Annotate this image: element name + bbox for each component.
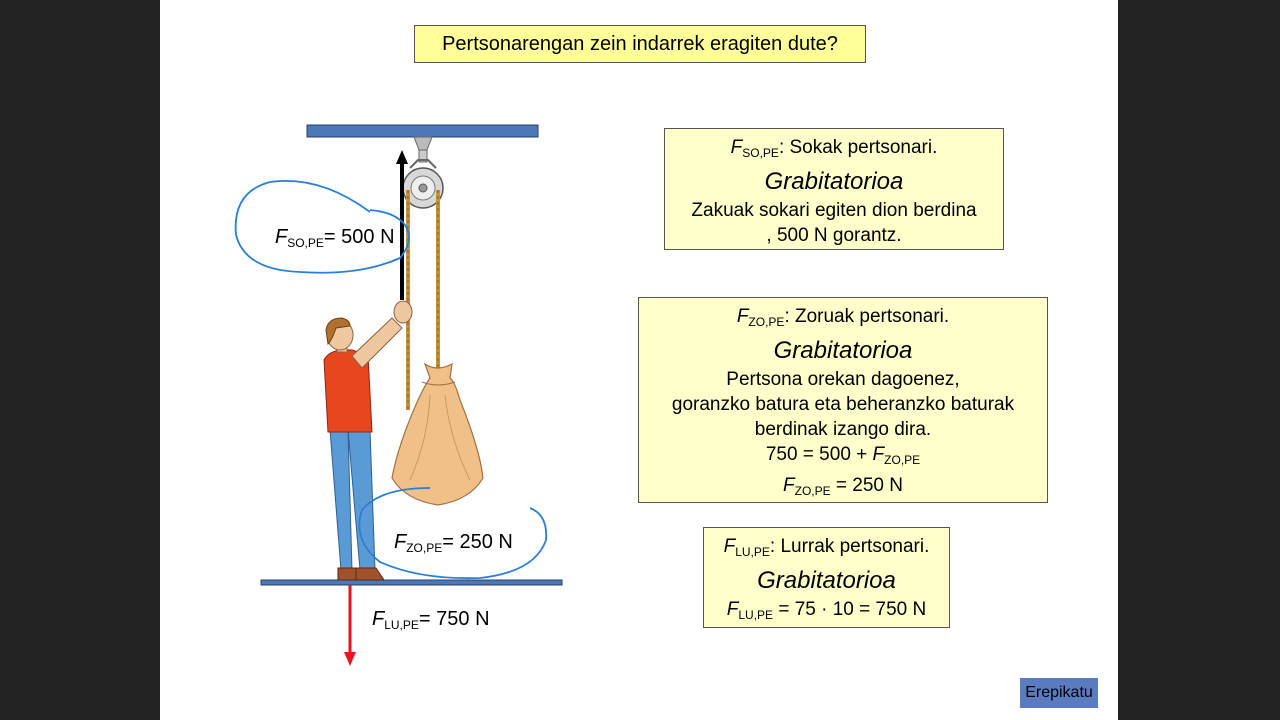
box-subscript: LU,PE xyxy=(735,545,770,559)
ceiling-beam xyxy=(306,124,539,138)
floor-force-box: FZO,PE: Zoruak pertsonari. Grabitatorioa… xyxy=(638,297,1048,503)
slide-title: Pertsonarengan zein indarrek eragiten du… xyxy=(414,25,866,63)
box-symbol: F xyxy=(723,536,736,557)
box-symbol: F xyxy=(736,306,749,327)
box-symbol: F xyxy=(730,137,743,158)
box-text-line: , 500 N gorantz. xyxy=(766,225,902,246)
box-equation: FLU,PE = 75 · 10 = 750 N xyxy=(704,597,949,628)
box-text-line: Pertsona orekan dagoenez, xyxy=(726,369,960,390)
box-description: : Sokak pertsonari. xyxy=(778,137,938,158)
box-force-type: Grabitatorioa xyxy=(757,567,896,594)
label-subscript: SO,PE xyxy=(287,236,324,250)
equation-value: = 75 · 10 = 750 N xyxy=(773,599,927,620)
equation-symbol: F xyxy=(726,599,739,620)
equation-symbol: F xyxy=(872,444,885,465)
box-text-line: Zakuak sokari egiten dion berdina xyxy=(691,200,977,221)
floor-box-heading: FZO,PE: Zoruak pertsonari. xyxy=(639,304,1047,335)
result-symbol: F xyxy=(783,475,795,496)
box-text-line: goranzko batura eta beheranzko baturak xyxy=(671,394,1015,415)
label-value: = 250 N xyxy=(442,531,513,553)
floor-beam xyxy=(260,579,563,586)
equation-subscript: LU,PE xyxy=(738,608,774,622)
annotation-circle-floor xyxy=(358,487,548,580)
pulley-mount xyxy=(413,136,433,151)
result-value: = 250 N xyxy=(830,475,903,496)
label-symbol: F xyxy=(372,608,385,630)
box-force-type: Grabitatorioa xyxy=(773,337,913,364)
equation-prefix: 750 = 500 + xyxy=(765,444,873,465)
box-description: : Lurrak pertsonari. xyxy=(769,536,930,557)
rope-box-heading: FSO,PE: Sokak pertsonari. xyxy=(665,135,1003,166)
label-subscript: LU,PE xyxy=(384,618,419,632)
box-equation: 750 = 500 + FZO,PE xyxy=(639,442,1047,473)
result-subscript: ZO,PE xyxy=(794,484,831,498)
box-description: : Zoruak pertsonari. xyxy=(784,306,950,327)
label-symbol: F xyxy=(394,531,407,553)
box-text-line: berdinak izango dira. xyxy=(754,419,932,440)
earth-force-box: FLU,PE: Lurrak pertsonari. Grabitatorioa… xyxy=(703,527,950,628)
rope-force-label: FSO,PE= 500 N xyxy=(275,226,395,250)
box-force-type: Grabitatorioa xyxy=(764,168,904,195)
box-result: FZO,PE = 250 N xyxy=(639,473,1047,504)
annotation-circle-rope xyxy=(234,180,410,274)
box-subscript: ZO,PE xyxy=(748,315,785,329)
earth-force-label: FLU,PE= 750 N xyxy=(372,608,490,632)
label-subscript: ZO,PE xyxy=(406,541,443,555)
label-value: = 500 N xyxy=(323,226,395,248)
label-symbol: F xyxy=(275,226,288,248)
rope-force-box: FSO,PE: Sokak pertsonari. Grabitatorioa … xyxy=(664,128,1004,250)
label-value: = 750 N xyxy=(418,608,490,630)
earth-box-heading: FLU,PE: Lurrak pertsonari. xyxy=(704,534,949,565)
floor-force-label: FZO,PE= 250 N xyxy=(394,531,513,555)
equation-subscript: ZO,PE xyxy=(884,453,921,467)
box-subscript: SO,PE xyxy=(742,146,779,160)
replay-button[interactable]: Erepikatu xyxy=(1020,678,1098,708)
person-figure xyxy=(323,300,413,581)
